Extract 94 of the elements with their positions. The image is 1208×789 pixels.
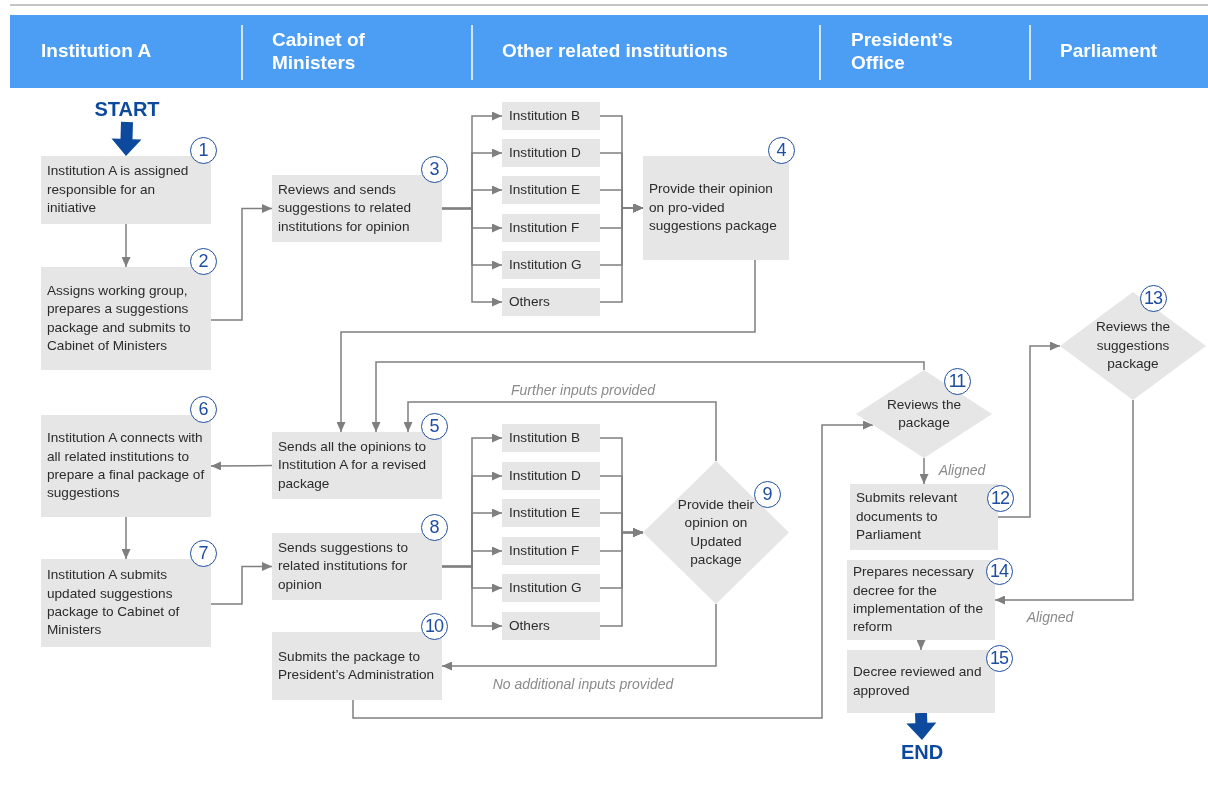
callout-number: 8	[420, 513, 448, 541]
connector-arrow	[210, 461, 273, 471]
connector-arrow	[916, 639, 926, 651]
column-header: President’s Office	[851, 27, 954, 75]
institution-box	[502, 537, 600, 565]
institution-name: Institution B	[509, 106, 581, 125]
connector-arrow	[352, 420, 874, 719]
column-header: Cabinet of Ministers	[272, 27, 366, 75]
callout-number: 10	[420, 612, 448, 640]
callout-number: 7	[189, 539, 217, 567]
institution-box	[502, 574, 600, 602]
process-box	[272, 175, 442, 242]
process-box	[272, 533, 442, 600]
institution-box	[502, 214, 600, 242]
start-label: START	[80, 96, 174, 122]
institution-box	[502, 251, 600, 279]
connector-arrow	[441, 565, 503, 631]
connector-arrow	[336, 259, 756, 433]
connector-arrow	[403, 401, 717, 462]
step-text: Institution A connects with all related institutions to prepare a final package of suggestions	[47, 429, 205, 503]
connector-arrow	[599, 528, 644, 627]
process-box	[272, 432, 442, 499]
decision-diamond	[1060, 292, 1206, 400]
column-header: Other related institutions	[502, 39, 729, 64]
step-text: Submits relevant documents to Parliament	[856, 489, 959, 545]
connector-arrow	[997, 341, 1061, 518]
step-text: Prepares necessary decree for the implementation of the reform	[853, 563, 984, 637]
end-label: END	[880, 740, 964, 764]
institution-name: Institution F	[509, 541, 580, 560]
process-box	[272, 632, 442, 700]
connector-arrow	[994, 399, 1134, 605]
institution-name: Institution E	[509, 180, 581, 199]
callout-number: 1	[189, 136, 217, 164]
process-box	[41, 415, 211, 517]
step-text: Reviews and sends suggestions to related institutions for opinion	[278, 180, 412, 236]
callout-number: 3	[420, 155, 448, 183]
connector-arrow	[441, 207, 503, 307]
callout-number: 2	[189, 247, 217, 275]
institution-box	[502, 499, 600, 527]
process-box	[41, 267, 211, 370]
connector-arrow	[599, 203, 644, 303]
institution-name: Institution D	[509, 143, 581, 162]
institution-box	[502, 288, 600, 316]
decision-diamond	[856, 370, 992, 458]
institution-name: Others	[509, 292, 550, 311]
connector-arrow	[441, 603, 717, 671]
step-text: Institution A submits updated suggestions package to Cabinet of Ministers	[47, 566, 181, 640]
institution-name: Others	[509, 616, 550, 635]
institution-box	[502, 139, 600, 167]
connector-arrow	[919, 457, 929, 485]
institution-name: Institution G	[509, 578, 582, 597]
connector-arrow	[371, 361, 925, 433]
block-arrow	[111, 121, 142, 156]
institution-name: Institution F	[509, 218, 580, 237]
institution-name: Institution D	[509, 466, 581, 485]
step-text: Submits the package to President’s Administration	[278, 647, 436, 684]
callout-number: 11	[943, 367, 971, 395]
connector-arrow	[210, 562, 273, 605]
institution-box	[502, 102, 600, 130]
callout-number: 13	[1139, 284, 1167, 312]
step-text: Assigns working group, prepares a suggestions package and submits to Cabinet of Ministers	[47, 281, 192, 355]
column-header: Parliament	[1060, 39, 1159, 64]
institution-box	[502, 612, 600, 640]
decision-diamond	[643, 461, 789, 604]
step-text: Reviews the package	[885, 395, 962, 432]
edge-label: Aligned	[935, 462, 989, 478]
process-box	[643, 156, 789, 260]
connector-arrow	[210, 204, 273, 321]
callout-number: 6	[189, 395, 217, 423]
edge-label: Aligned	[1023, 609, 1077, 625]
institution-box	[502, 176, 600, 204]
institution-name: Institution B	[509, 428, 581, 447]
institution-box	[502, 462, 600, 490]
block-arrow	[906, 712, 937, 740]
callout-number: 15	[985, 644, 1013, 672]
callout-number: 9	[753, 480, 781, 508]
callout-number: 4	[767, 136, 795, 164]
step-text: Institution A is assigned responsible for an initiative	[47, 162, 190, 218]
process-box	[41, 559, 211, 647]
step-text: Provide their opinion on pro-vided suggestions package	[649, 180, 778, 236]
institution-name: Institution E	[509, 503, 581, 522]
process-box	[41, 156, 211, 224]
callout-number: 5	[420, 412, 448, 440]
edge-label: Further inputs provided	[508, 382, 658, 398]
step-text: Provide their opinion on Updated package	[676, 495, 756, 569]
connector-arrow	[121, 516, 131, 560]
column-header: Institution A	[41, 39, 153, 64]
step-text: Reviews the suggestions package	[1094, 318, 1171, 374]
step-text: Decree reviewed and approved	[853, 663, 983, 700]
institution-name: Institution G	[509, 255, 582, 274]
connector-arrow	[121, 223, 131, 268]
step-text: Sends suggestions to related institutions for opinion	[278, 538, 409, 594]
institution-box	[502, 424, 600, 452]
step-text: Sends all the opinions to Institution A for a revised package	[278, 437, 428, 493]
